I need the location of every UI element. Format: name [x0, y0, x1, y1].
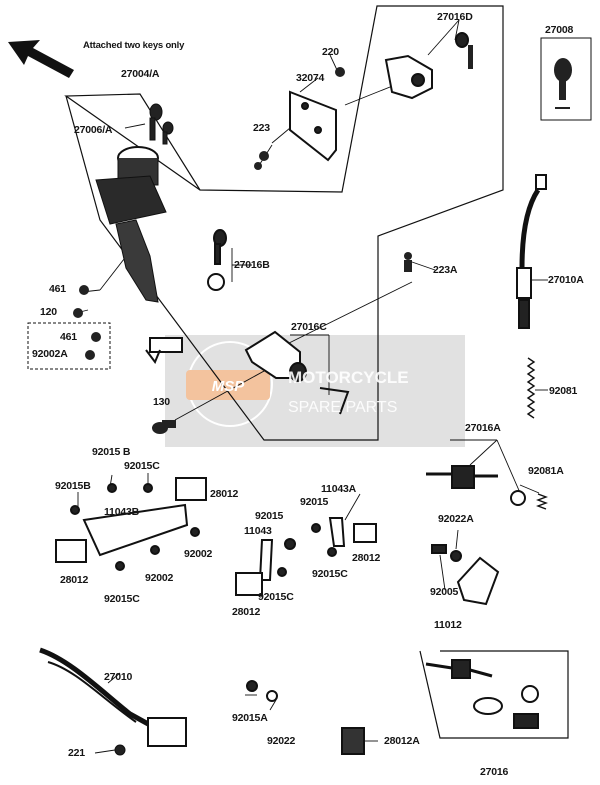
part-label-92015A: 92015A — [232, 712, 268, 724]
lock-27016B-icon — [207, 229, 227, 291]
part-label-92015C-c: 92015C — [312, 568, 348, 580]
part-label-92002A: 92002A — [32, 348, 68, 360]
part-label-92015C-d: 92015C — [258, 591, 294, 603]
screw-220-icon — [335, 67, 345, 77]
kit-27016-outline — [419, 650, 569, 739]
part-label-27016A: 27016A — [465, 422, 501, 434]
part-label-27016D: 27016D — [437, 11, 473, 23]
part-label-461: 461 — [49, 283, 66, 295]
part-label-92005: 92005 — [430, 586, 459, 598]
part-label-11043A: 11043A — [321, 483, 357, 495]
part-label-27008: 27008 — [545, 24, 574, 36]
key-27008-box — [540, 37, 592, 121]
cable-27010-icon — [39, 647, 187, 756]
part-label-28012: 28012 — [210, 488, 239, 500]
parts-28012A-icon — [246, 680, 365, 755]
part-label-120: 120 — [40, 306, 57, 318]
part-label-28012-d: 28012 — [232, 606, 261, 618]
bracket-11043-icon — [235, 517, 377, 596]
part-label-92015C-b: 92015C — [104, 593, 140, 605]
plate-11012-icon — [431, 544, 500, 606]
key-27008-icon — [554, 58, 572, 109]
spring-92081-icon — [526, 357, 536, 419]
part-label-92015B: 92015 B — [92, 446, 131, 458]
part-label-27016: 27016 — [480, 766, 509, 778]
part-label-27016B: 27016B — [234, 259, 270, 271]
sensor-27010A-icon — [516, 174, 547, 329]
front-direction-arrow — [8, 40, 74, 78]
part-label-130: 130 — [153, 396, 170, 408]
part-label-27010: 27010 — [104, 671, 133, 683]
ignition-switch-icon — [95, 146, 183, 364]
note-label: Attached two keys only — [83, 40, 185, 51]
keys-27016A-icon — [426, 465, 548, 510]
watermark — [165, 335, 465, 447]
watermark-badge: MSP — [212, 378, 246, 395]
part-label-11043B: 11043B — [104, 506, 140, 518]
lock-27016D-icon — [384, 32, 473, 100]
part-label-32074: 32074 — [296, 72, 325, 84]
part-label-92015C: 92015C — [124, 460, 160, 472]
keys-27006A-icon — [149, 103, 174, 145]
part-label-11043: 11043 — [244, 525, 272, 537]
option-box — [27, 322, 111, 370]
part-label-92015: 92015 — [300, 496, 329, 508]
part-label-92015B-alt: 92015B — [55, 480, 91, 492]
part-label-11012: 11012 — [434, 619, 462, 631]
part-label-92015-alt: 92015 — [255, 510, 284, 522]
bolt-130-icon — [152, 420, 176, 434]
watermark-line2: SPARE PARTS — [288, 399, 397, 416]
part-label-28012-b: 28012 — [60, 574, 89, 586]
part-label-27016C: 27016C — [291, 321, 327, 333]
part-label-92002: 92002 — [184, 548, 213, 560]
part-label-27004A: 27004/A — [121, 68, 160, 80]
bracket-11043B-icon — [55, 477, 207, 571]
part-label-223: 223 — [253, 122, 270, 134]
part-label-28012A: 28012A — [384, 735, 420, 747]
part-label-92022: 92022 — [267, 735, 296, 747]
part-label-27006A: 27006/A — [74, 124, 113, 136]
part-label-92002-alt: 92002 — [145, 572, 174, 584]
part-label-223A: 223A — [433, 264, 458, 276]
part-label-92081A: 92081A — [528, 465, 564, 477]
part-label-92022A: 92022A — [438, 513, 474, 525]
part-label-28012-c: 28012 — [352, 552, 381, 564]
part-label-220: 220 — [322, 46, 339, 58]
assembly-outline — [64, 5, 504, 441]
part-label-27010A: 27010A — [548, 274, 584, 286]
part-label-461-alt: 461 — [60, 331, 77, 343]
plate-32074-icon — [289, 90, 337, 162]
screw-223-icon — [254, 151, 269, 170]
part-label-92081: 92081 — [549, 385, 578, 397]
bolts-461-120-icon — [73, 285, 101, 360]
screw-223A-icon — [404, 252, 412, 272]
part-label-221: 221 — [68, 747, 85, 759]
kit-27016-icon — [425, 659, 539, 729]
lock-27016C-icon — [244, 330, 350, 415]
watermark-line1: MOTORCYCLE — [288, 368, 409, 387]
